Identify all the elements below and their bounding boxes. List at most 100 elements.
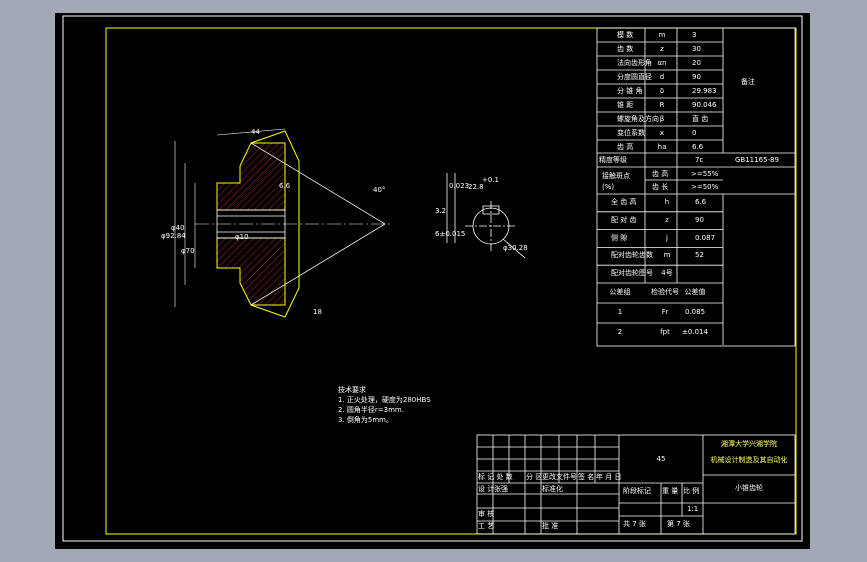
title-header-cell: 标 记 处 数 — [478, 473, 513, 481]
school-line1: 湘潭大学兴湘学院 — [721, 440, 777, 448]
inner-frame — [105, 27, 797, 535]
scale-label: 比 例 — [683, 487, 700, 495]
tolerance-header: 公差组 — [609, 288, 631, 296]
dim-dia-bore: φ40 — [171, 224, 185, 232]
dim-key-tolerance: +0.1 — [482, 176, 499, 184]
contact-label: 接触斑点 — [602, 172, 630, 180]
param2-value: 6.6 — [695, 198, 707, 206]
dim-key-width: φ10 — [235, 233, 249, 241]
param-symbol: x — [659, 129, 665, 137]
tolerance-code: Fr — [661, 308, 669, 316]
title-header-cell: 签 名 — [578, 473, 595, 481]
param-symbol: R — [659, 101, 665, 109]
scale-value: 1:1 — [687, 505, 699, 513]
drawing-name: 小锥齿轮 — [735, 484, 763, 492]
param-value: 90 — [692, 73, 701, 81]
param2-label: 全 齿 高 — [611, 198, 637, 206]
param-value: 6.6 — [692, 143, 704, 151]
dim-symmetry-box: 0.023 — [449, 182, 470, 190]
check-label: 审 核 — [478, 510, 495, 518]
param-label: 锥 距 — [617, 101, 634, 109]
weight-label: 重 量 — [662, 487, 679, 495]
tolerance-value: ±0.014 — [682, 328, 708, 336]
material: 45 — [656, 455, 666, 463]
keyway-view — [446, 173, 526, 259]
tolerance-group: 2 — [617, 328, 623, 336]
design-label: 设 计 — [478, 485, 495, 493]
param2-symbol: j — [666, 233, 668, 242]
param2-value: 52 — [695, 251, 704, 260]
side-note: 备注 — [741, 78, 755, 86]
param-symbol: ha — [657, 143, 667, 151]
contact-value: >=55% — [691, 170, 719, 178]
param2-symbol: 4号 — [661, 269, 673, 278]
param-value: 29.983 — [692, 87, 717, 95]
param-label: 分度圆直径 — [617, 73, 652, 81]
tolerance-header: 检验代号 — [651, 288, 679, 296]
dim-bottom: 18 — [313, 308, 322, 316]
param-value: 20 — [692, 59, 701, 67]
stage-label: 阶段标记 — [623, 487, 651, 495]
tolerance-value: 0.085 — [684, 308, 706, 316]
dim-left: 6±0.015 — [435, 230, 466, 238]
tolerance-header: 公差值 — [684, 288, 706, 296]
sheet-total: 共 7 张 — [623, 520, 646, 528]
accuracy-value: 7c — [695, 156, 704, 164]
tolerance-code: fpt — [660, 328, 670, 336]
param-symbol: αn — [657, 59, 667, 67]
contact-unit: (%) — [602, 183, 615, 191]
technical-notes: 技术要求 1. 正火处理，硬度为280HBS 2. 圆角半径r=3mm. 3. … — [338, 385, 431, 425]
param-label: 变位系数 — [617, 129, 645, 137]
contact-value: >=50% — [691, 183, 719, 191]
title-header-cell: 年 月 日 — [596, 473, 622, 481]
accuracy-label: 精度等级 — [599, 156, 627, 164]
contact-symbol: 齿 高 — [652, 170, 669, 178]
param-symbol: d — [659, 73, 665, 81]
param2-symbol: h — [664, 198, 670, 206]
param-label: 齿 高 — [617, 143, 634, 151]
param-symbol: z — [660, 45, 664, 53]
dim-bore-dia: φ30.28 — [503, 244, 528, 252]
param-value: 3 — [692, 31, 697, 39]
param-value: 30 — [692, 45, 701, 53]
title-header-cell: 更改文件号 — [542, 473, 577, 481]
param2-label: 配 对 齿 — [611, 215, 637, 224]
param2-label: 侧 隙 — [611, 233, 628, 242]
designer-name: 张强 — [494, 485, 508, 493]
school-line2: 机械设计制造及其自动化 — [710, 456, 788, 464]
dim-dia-hub: φ70 — [181, 247, 195, 255]
standardization-label: 标准化 — [542, 485, 563, 493]
title-header-cell: 分 区 — [526, 473, 543, 481]
contact-symbol: 齿 长 — [652, 183, 669, 191]
param-label: 法向齿形角 — [617, 59, 652, 67]
param2-symbol: z — [665, 215, 669, 224]
param-value: 90.046 — [692, 101, 717, 109]
param2-symbol: m — [663, 251, 671, 260]
params-table-grid — [596, 27, 796, 347]
notes-item: 3. 倒角为5mm。 — [338, 416, 393, 424]
approve-label: 批 准 — [542, 522, 559, 530]
accuracy-standard: GB11165-89 — [735, 156, 779, 164]
param-symbol: δ — [659, 87, 665, 95]
param2-value: 90 — [695, 215, 704, 224]
process-label: 工 艺 — [478, 522, 495, 530]
param-label: 分 锥 角 — [617, 87, 643, 95]
title-block-grid — [476, 434, 796, 535]
notes-title: 技术要求 — [338, 386, 366, 394]
param2-label: 配对齿轮图号 — [611, 269, 653, 278]
param-value: 0 — [692, 129, 697, 137]
sheet-number: 第 7 张 — [667, 520, 690, 528]
param2-label: 配对齿轮齿数 — [611, 251, 653, 260]
drawing-sheet — [62, 15, 803, 542]
notes-item: 2. 圆角半径r=3mm. — [338, 406, 404, 414]
params-row-lines — [597, 28, 795, 283]
dim-top: 44 — [251, 128, 260, 136]
dim-bore-mark: 6.6 — [279, 182, 291, 190]
param-symbol: β — [659, 115, 665, 123]
param-label: 螺旋角及方向 — [617, 115, 659, 123]
dim-dia-tip: φ92.84 — [161, 232, 186, 240]
param-label: 齿 数 — [617, 45, 634, 53]
param-label: 模 数 — [617, 31, 634, 39]
outer-frame — [62, 15, 803, 542]
